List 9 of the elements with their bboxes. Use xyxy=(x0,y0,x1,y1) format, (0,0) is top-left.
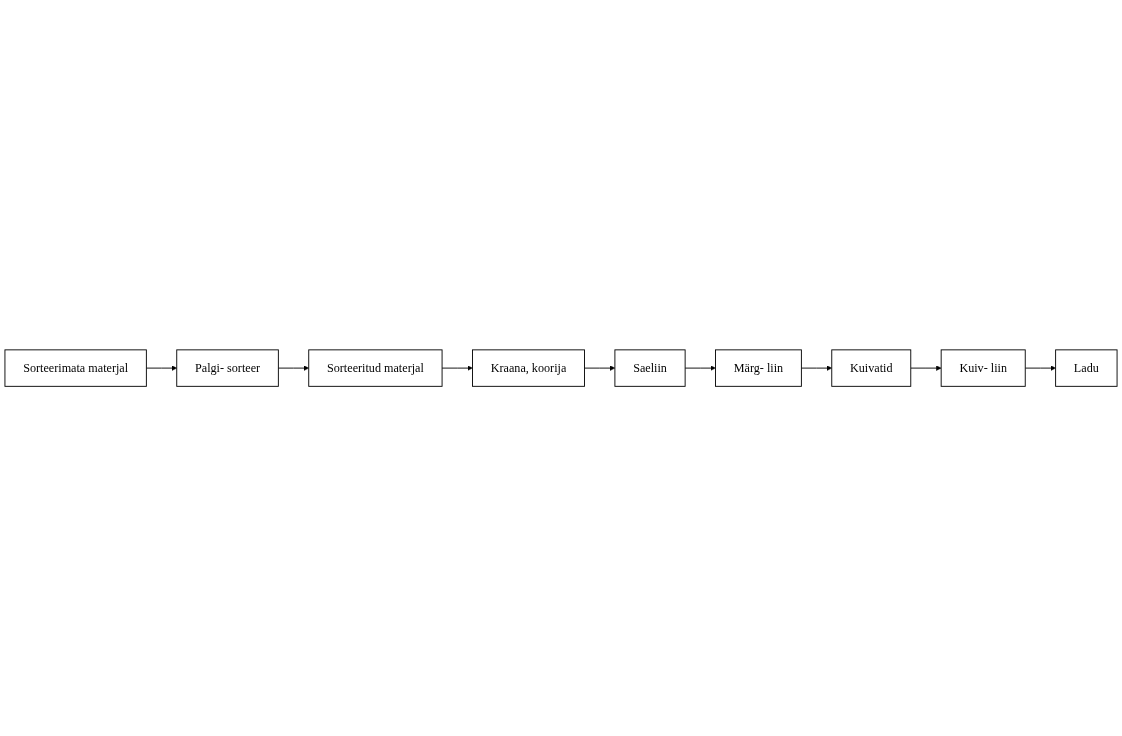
node-box: Ladu xyxy=(1055,349,1118,387)
node-box: Sorteerimata materjal xyxy=(4,349,147,387)
node-box: Märg- liin xyxy=(715,349,802,387)
node-box: Kuivatid xyxy=(831,349,912,387)
node-box: Palgi- sorteer xyxy=(176,349,279,387)
node-box: Kraana, koorija xyxy=(472,349,585,387)
node-box: Sorteeritud materjal xyxy=(308,349,443,387)
node-box: Saeliin xyxy=(614,349,686,387)
node-box: Kuiv- liin xyxy=(940,349,1026,387)
